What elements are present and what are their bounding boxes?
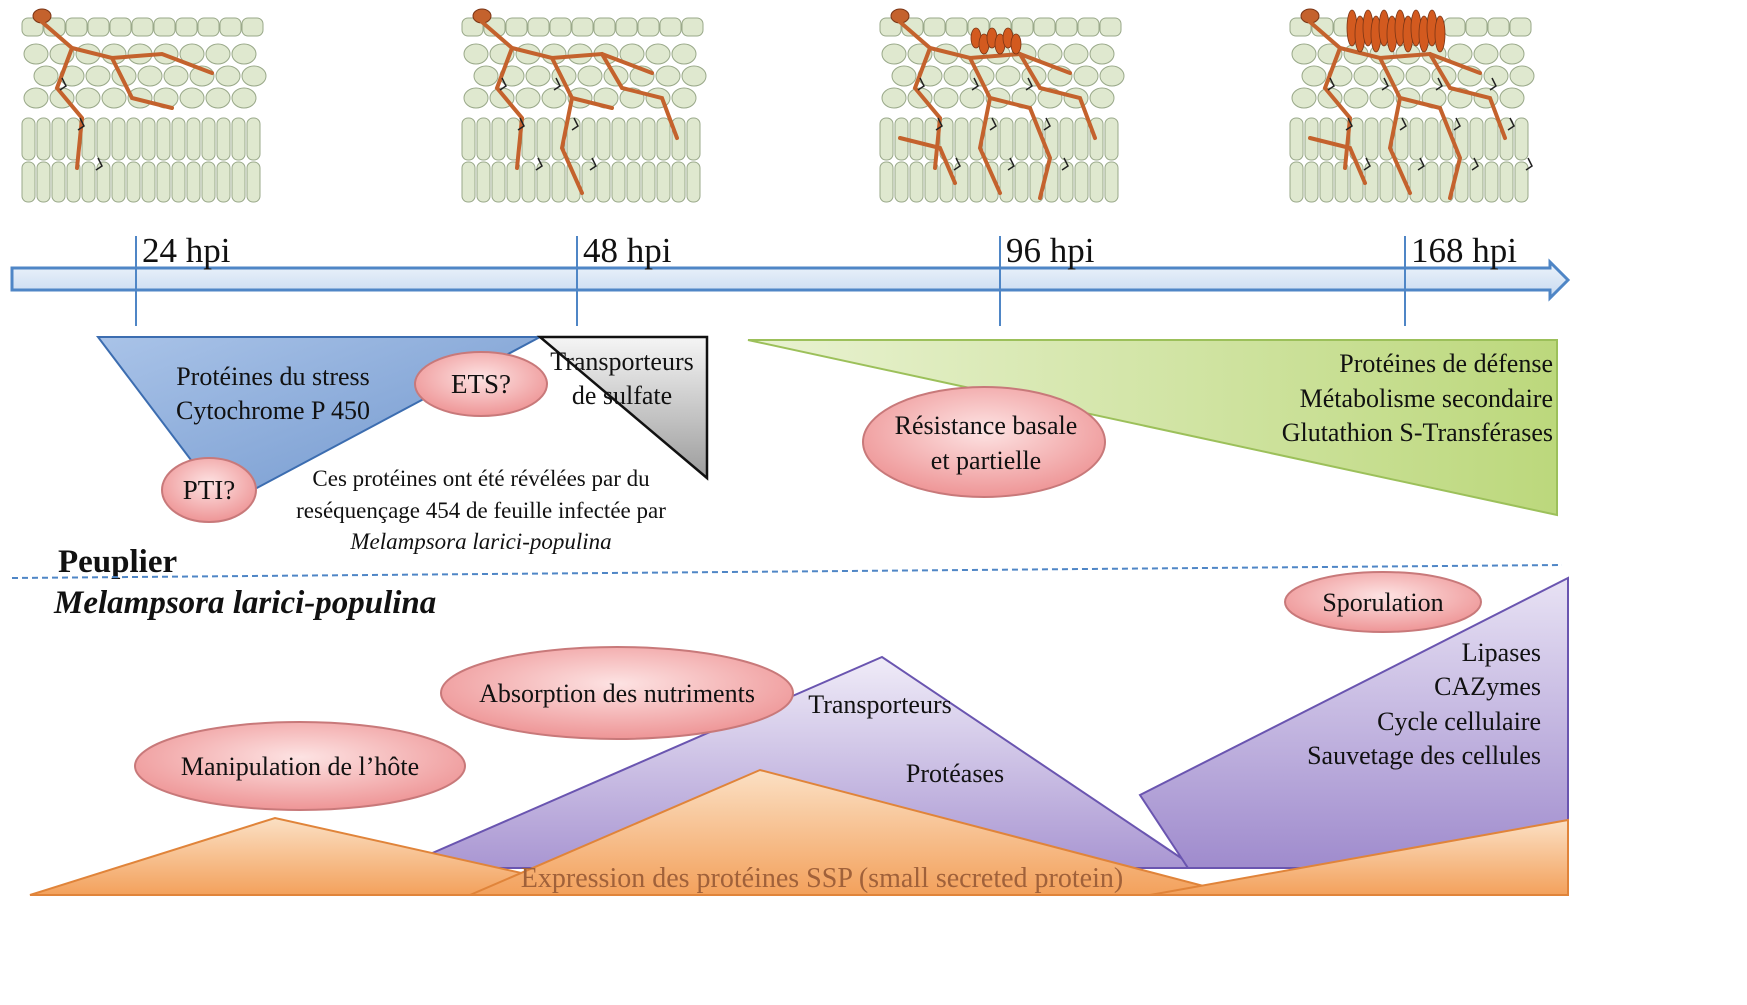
note-line-1: Ces protéines ont été révélées par du bbox=[312, 466, 650, 491]
sulfate-box-line-1: Transporteurs bbox=[550, 347, 693, 376]
timeline-tick-96: 96 hpi bbox=[999, 231, 1095, 326]
tick-label-24hpi: 24 hpi bbox=[142, 231, 231, 270]
tick-label-168hpi: 168 hpi bbox=[1411, 231, 1517, 270]
sporulation-label: Sporulation bbox=[1322, 588, 1443, 617]
manipulation-ellipse: Manipulation de l’hôte bbox=[134, 721, 466, 811]
poplar-label: Peuplier bbox=[58, 544, 177, 580]
timeline-tick-24: 24 hpi bbox=[135, 231, 231, 326]
resistance-ellipse: Résistance basale et partielle bbox=[862, 386, 1106, 498]
resistance-label-line-2: et partielle bbox=[931, 446, 1041, 475]
sporulation-ellipse: Sporulation bbox=[1284, 571, 1482, 633]
defense-box-line-1: Protéines de défense bbox=[1339, 349, 1553, 378]
tick-label-96hpi: 96 hpi bbox=[1006, 231, 1095, 270]
defense-box-line-2: Métabolisme secondaire bbox=[1300, 384, 1553, 413]
early-box-line-1: Protéines du stress bbox=[176, 362, 370, 391]
ets-label: ETS? bbox=[451, 369, 511, 399]
organism-separator bbox=[11, 564, 1563, 579]
note-line-2: reséquençage 454 de feuille infectée par bbox=[296, 498, 666, 523]
pti-label: PTI? bbox=[183, 475, 235, 505]
transporters-label: Transporteurs bbox=[808, 690, 951, 719]
ssp-expression-label: Expression des protéines SSP (small secr… bbox=[521, 863, 1123, 894]
ssp-profile-peak-3 bbox=[1149, 818, 1569, 896]
leaf-section-96hpi bbox=[879, 8, 1125, 203]
timeline-arrow bbox=[10, 258, 1571, 302]
absorption-ellipse: Absorption des nutriments bbox=[440, 646, 794, 740]
early-box-line-2: Cytochrome P 450 bbox=[176, 396, 370, 425]
leaf-section-24hpi bbox=[21, 8, 267, 203]
timeline-tick-48: 48 hpi bbox=[576, 231, 672, 326]
late-label-cell-rescue: Sauvetage des cellules bbox=[1307, 741, 1541, 770]
ets-ellipse: ETS? bbox=[414, 351, 548, 417]
note-line-3: Melampsora larici-populina bbox=[349, 529, 611, 554]
tick-label-48hpi: 48 hpi bbox=[583, 231, 672, 270]
defense-box-line-3: Glutathion S-Transférases bbox=[1282, 418, 1553, 447]
ssp-profile-peak-2 bbox=[469, 768, 1239, 896]
proteases-label: Protéases bbox=[906, 759, 1004, 788]
timeline-tick-168: 168 hpi bbox=[1404, 231, 1517, 326]
ssp-profile-peak-1 bbox=[29, 816, 621, 896]
pti-ellipse: PTI? bbox=[161, 457, 257, 523]
late-label-lipases: Lipases bbox=[1462, 638, 1541, 667]
sulfate-box-line-2: de sulfate bbox=[572, 381, 672, 410]
leaf-section-48hpi bbox=[461, 8, 707, 203]
fungus-label: Melampsora larici-populina bbox=[53, 585, 436, 621]
defense-response-triangle bbox=[747, 339, 1558, 517]
sulfate-transporter-triangle bbox=[536, 335, 709, 481]
leaf-section-168hpi bbox=[1289, 8, 1535, 203]
late-label-cell-cycle: Cycle cellulaire bbox=[1377, 707, 1541, 736]
late-label-cazymes: CAZymes bbox=[1434, 672, 1541, 701]
manipulation-label: Manipulation de l’hôte bbox=[181, 752, 419, 781]
resistance-label-line-1: Résistance basale bbox=[895, 411, 1078, 440]
absorption-label: Absorption des nutriments bbox=[479, 679, 755, 708]
